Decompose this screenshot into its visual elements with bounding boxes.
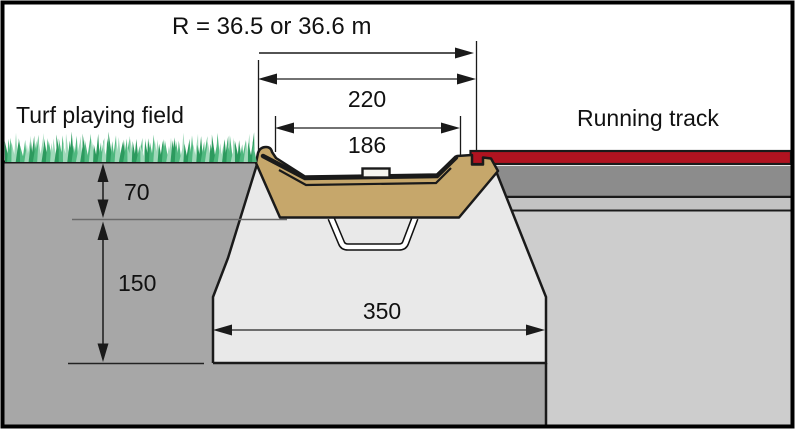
dimension-186: [274, 116, 462, 155]
slot-channel: [254, 145, 500, 219]
channel-recess-bottom: [278, 167, 452, 187]
dimension-350: [213, 324, 545, 336]
track-surface: [469, 149, 793, 170]
turf-label: Turf playing field: [16, 102, 184, 128]
track-label: Running track: [577, 105, 719, 131]
dim-label-350: 350: [362, 298, 402, 324]
inlet-slot: [361, 167, 391, 179]
dimension-radius: [259, 47, 474, 59]
turf-grass: [4, 131, 257, 162]
dimension-150: [97, 221, 109, 362]
track-subbase: [494, 166, 791, 425]
dimension-70: [97, 163, 109, 218]
concrete-bedding: [211, 160, 548, 425]
dim-label-70: 70: [124, 179, 150, 205]
anchor-groove: [327, 216, 419, 251]
dimension-220: [257, 41, 478, 152]
dim-label-220: 220: [347, 86, 387, 112]
dim-label-186: 186: [347, 132, 387, 158]
dim-label-150: 150: [118, 270, 157, 296]
radius-annotation: R = 36.5 or 36.6 m: [172, 13, 372, 40]
